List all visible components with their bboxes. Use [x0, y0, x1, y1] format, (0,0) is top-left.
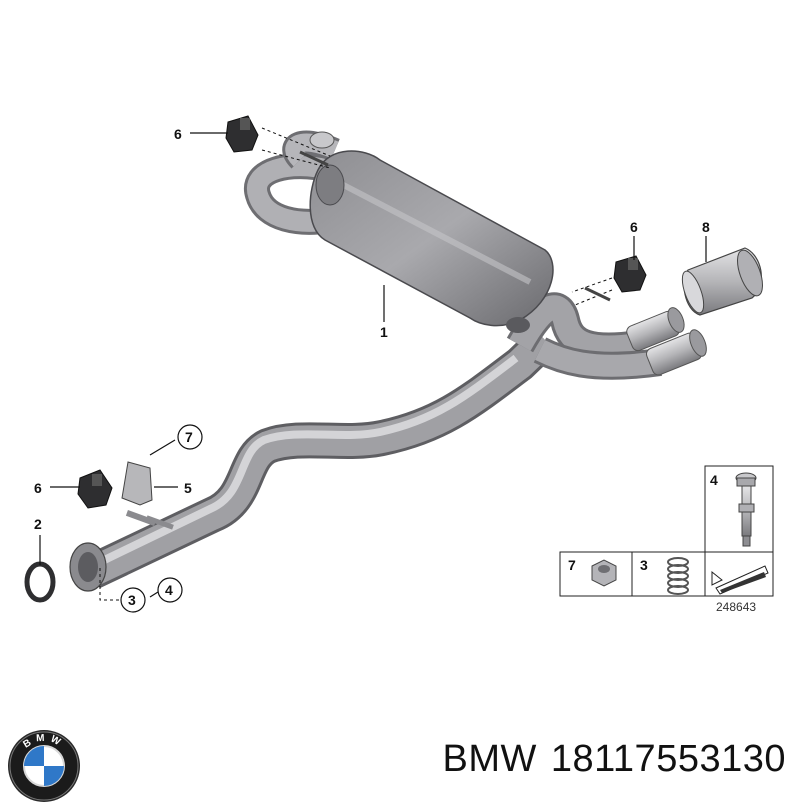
callout-4-circle	[157, 577, 183, 603]
bolt-icon	[735, 472, 757, 547]
rubber-mount-right	[613, 255, 647, 293]
drawing-number: 248643	[716, 600, 756, 614]
rear-y-split	[506, 292, 662, 380]
exhaust-pipe	[84, 327, 558, 589]
callout-6-left: 6	[34, 480, 42, 496]
tailpipe-tip-lower	[645, 329, 707, 376]
rubber-mount-top	[225, 115, 259, 153]
hanger-bracket	[121, 461, 174, 530]
exhaust-parts-diagram: 6 6 8 1 6 2 5 7 3 4 4 7 3	[24, 115, 774, 614]
nut-icon	[591, 559, 617, 587]
forward-arrow-icon	[711, 565, 769, 595]
rubber-mount-left	[77, 469, 113, 509]
legend-label-7: 7	[568, 557, 576, 573]
callout-7-circle	[177, 424, 203, 450]
rear-muffler	[309, 150, 554, 333]
muffler-front-pipes	[244, 130, 340, 235]
fastener-legend: 4 7 3 248643	[559, 465, 774, 614]
callout-1: 1	[380, 324, 388, 340]
callout-7: 7	[185, 429, 193, 445]
callout-6-top: 6	[174, 126, 182, 142]
leader-lines	[39, 132, 707, 601]
gasket-ring	[24, 561, 56, 603]
callout-6-right: 6	[630, 219, 638, 235]
legend-label-3: 3	[640, 557, 648, 573]
brand-name: BMW	[442, 738, 537, 780]
part-number: 18117553130	[550, 738, 786, 780]
callout-4: 4	[165, 582, 173, 598]
callout-5: 5	[184, 480, 192, 496]
callout-2: 2	[34, 516, 42, 532]
callout-8: 8	[702, 219, 710, 235]
callout-labels: 6 6 8 1 6 2 5 7 3 4	[34, 126, 710, 613]
callout-3-circle	[120, 587, 146, 613]
callout-3: 3	[128, 592, 136, 608]
front-flange	[69, 542, 107, 592]
spring-icon	[667, 557, 689, 595]
brand-row: BMW BMW 18117553130	[0, 700, 800, 802]
tailpipe-tip-upper	[626, 307, 685, 352]
legend-label-4: 4	[710, 472, 718, 488]
tailpipe-trim-sleeve	[681, 247, 763, 316]
bmw-logo: BMW	[8, 730, 80, 802]
part-caption: BMW 18117553130	[442, 738, 786, 781]
hanger-rods	[261, 127, 613, 306]
